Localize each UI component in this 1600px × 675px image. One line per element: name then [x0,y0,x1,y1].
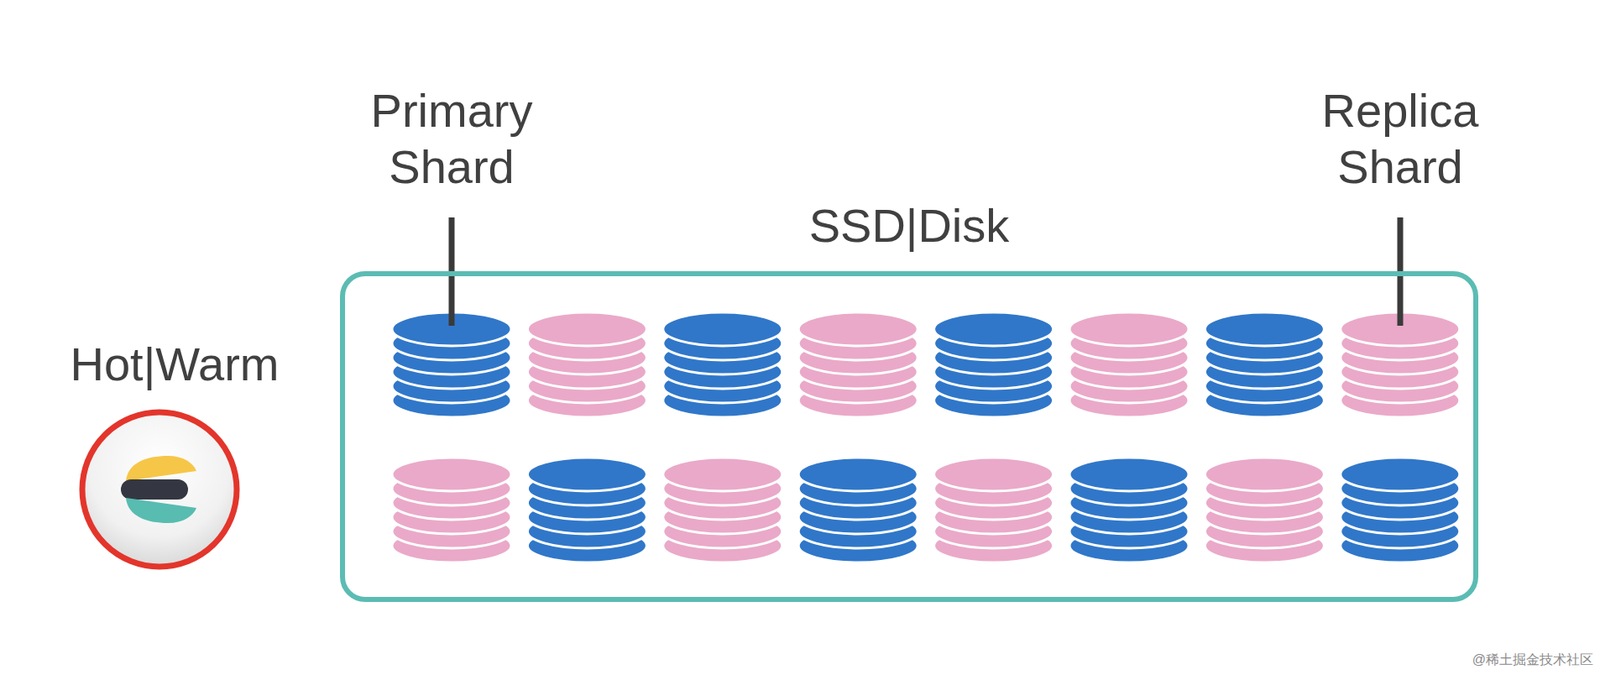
disk-stack [1204,312,1324,418]
disk-stack [798,312,918,418]
disk-layer [527,457,647,492]
disk-stack [663,312,783,418]
disk-layer [392,457,512,492]
disk-stack [934,312,1054,418]
disk-stack [1340,457,1460,563]
elastic-logo [82,412,237,567]
disk-layer [1204,457,1324,492]
disk-stack [527,312,647,418]
logo-ring [82,412,237,567]
disk-stack [1204,457,1324,563]
disk-stack [392,312,512,418]
disk-stack [663,457,783,563]
disk-layer [798,457,918,492]
storage-box: SSD|Disk [339,271,1479,602]
disk-layer [663,457,783,492]
logo-bar [120,479,189,500]
disk-layer [1069,312,1189,346]
disk-layer [527,312,647,346]
disk-stack [798,457,918,563]
disk-stack [1069,457,1189,563]
callout-label: Replica Shard [1282,82,1518,195]
disk-stack [1340,312,1460,418]
disk-layer [663,312,783,346]
box-heading: SSD|Disk [345,197,1474,254]
callout-label: Primary Shard [334,82,570,195]
disk-stack [934,457,1054,563]
watermark: @稀土掘金技术社区 [1375,651,1594,669]
disk-stack [527,457,647,563]
disk-layer [798,312,918,346]
logo-teal [125,497,197,523]
disk-layer [1204,312,1324,346]
disk-layer [934,312,1054,346]
disk-layer [1340,457,1460,492]
disk-layer [934,457,1054,492]
disk-layer [1069,457,1189,492]
disk-stack [392,457,512,563]
disk-stack [1069,312,1189,418]
disk-stacks [392,312,1460,563]
tier-label: Hot|Warm [40,335,309,393]
logo-yellow [125,455,197,482]
